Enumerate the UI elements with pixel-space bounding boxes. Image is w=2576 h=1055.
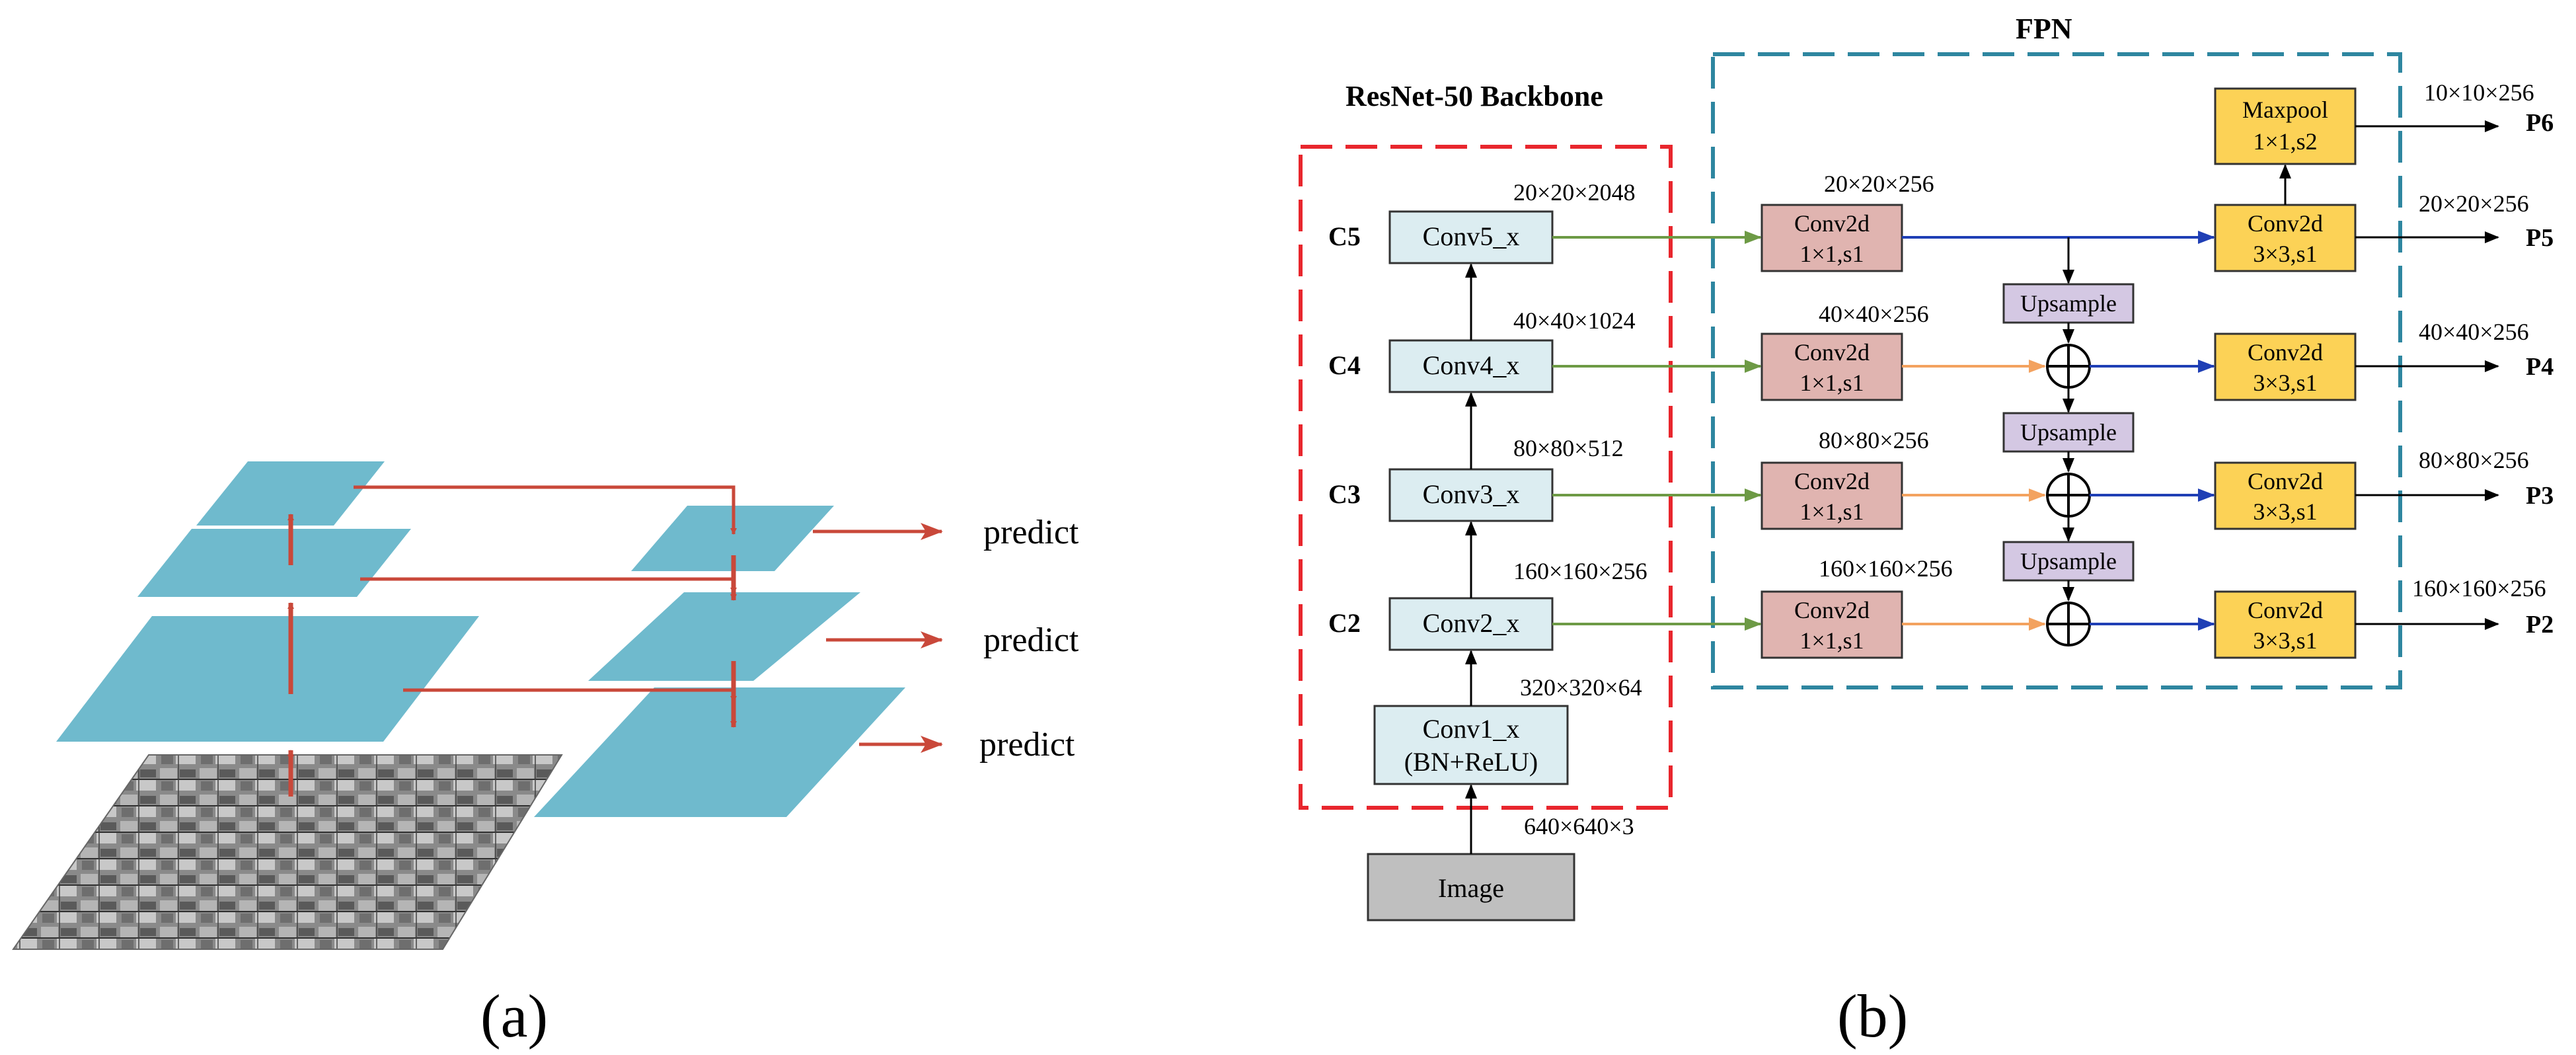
fpn-border [1711,52,2402,689]
conv3-dim: 80×80×512 [1513,435,1624,461]
conv3x3-sub-p3: 3×3,s1 [2253,498,2317,525]
conv1x1-box-c3 [1761,461,1903,530]
conv3x3-box-p4 [2214,332,2357,401]
conv1x1-sub-c3: 1×1,s1 [1799,498,1864,525]
output-dim-p4: 40×40×256 [2419,319,2529,345]
output-label-p2: P2 [2526,611,2554,639]
conv1x1-box-c2 [1761,590,1903,659]
maxpool-label: Maxpool [2242,97,2328,123]
upsample-box-3 [2002,541,2135,582]
lateral-dim-c2: 160×160×256 [1819,555,1953,582]
output-dim-p2: 160×160×256 [2412,575,2546,602]
output-label-p3: P3 [2526,482,2554,510]
stage-tag-c3: C3 [1328,479,1361,509]
conv2-dim: 160×160×256 [1513,558,1648,584]
conv1-dim: 320×320×64 [1520,674,1642,701]
image-box [1367,853,1575,921]
pyramid-left-level-3 [196,461,385,526]
conv3x3-box-p2 [2214,590,2357,659]
pyramid-right-level-3 [631,506,834,571]
conv1-box [1373,705,1569,785]
backbone-border [1299,145,1673,810]
conv1x1-sub-c5: 1×1,s1 [1799,241,1864,267]
upsample-box-2 [2002,412,2135,453]
conv4-dim: 40×40×1024 [1513,307,1636,334]
conv3x3-sub-p2: 3×3,s1 [2253,627,2317,654]
output-dim-p6: 10×10×256 [2424,79,2534,106]
stage-tag-c2: C2 [1328,608,1361,638]
caption-a: (a) [480,982,548,1050]
lateral-dim-c3: 80×80×256 [1819,427,1929,453]
conv1x1-label-c2: Conv2d [1794,597,1870,623]
conv4-label: Conv4_x [1423,350,1520,380]
image-dim: 640×640×3 [1524,813,1634,840]
panel-b: ResNet-50 Backbone FPN Image 640×640×3 C… [1299,13,2554,1050]
conv3x3-label-p5: Conv2d [2248,210,2323,237]
caption-b: (b) [1837,982,1908,1050]
output-label-p5: P5 [2526,224,2554,252]
conv3x3-label-p4: Conv2d [2248,339,2323,366]
lateral-dim-c5: 20×20×256 [1824,171,1934,197]
predict-label: predict [983,514,1079,551]
stage-tag-c4: C4 [1328,350,1361,380]
pyramid-left-level-1 [56,616,479,742]
upsample-label-2: Upsample [2020,419,2117,446]
lateral-dim-c4: 40×40×256 [1819,301,1929,327]
upsample-label-3: Upsample [2020,548,2117,574]
backbone-title: ResNet-50 Backbone [1345,80,1603,112]
maxpool-box [2214,87,2357,165]
upsample-label-1: Upsample [2020,290,2117,317]
lateral-connection [360,577,737,594]
output-label-p6: P6 [2526,109,2554,137]
sum-node-c3 [2046,473,2091,518]
conv2-label: Conv2_x [1423,608,1520,638]
conv3x3-sub-p5: 3×3,s1 [2253,241,2317,267]
lateral-connection [354,485,737,535]
pyramid-right-level-2 [588,592,860,681]
conv3-label: Conv3_x [1423,479,1520,509]
predict-label: predict [979,726,1075,763]
pyramid-right-level-1 [534,687,905,817]
aerial-image [12,754,563,950]
conv1x1-label-c4: Conv2d [1794,339,1870,366]
output-dim-p3: 80×80×256 [2419,447,2529,473]
conv3-box [1388,468,1554,522]
conv3x3-box-p5 [2214,204,2357,272]
conv1x1-sub-c2: 1×1,s1 [1799,627,1864,654]
conv1x1-label-c3: Conv2d [1794,468,1870,494]
maxpool-sub: 1×1,s2 [2253,128,2317,155]
conv3x3-sub-p4: 3×3,s1 [2253,370,2317,396]
sum-node-c2 [2046,602,2091,646]
conv3x3-label-p3: Conv2d [2248,468,2323,494]
image-label: Image [1438,873,1504,903]
conv1x1-box-c4 [1761,332,1903,401]
conv1x1-sub-c4: 1×1,s1 [1799,370,1864,396]
output-label-p4: P4 [2526,353,2554,381]
conv1x1-label-c5: Conv2d [1794,210,1870,237]
upsample-box-1 [2002,283,2135,324]
conv3x3-label-p2: Conv2d [2248,597,2323,623]
conv5-dim: 20×20×2048 [1513,179,1636,206]
sum-node-c4 [2046,344,2091,389]
conv5-label: Conv5_x [1423,221,1520,251]
output-dim-p5: 20×20×256 [2419,190,2529,217]
predict-label: predict [983,621,1079,659]
panel-a: predict predict predict (a) [12,461,1079,1050]
pyramid-left-level-2 [137,529,411,597]
conv1-sublabel: (BN+ReLU) [1404,747,1538,777]
stage-tag-c5: C5 [1328,221,1361,251]
conv3x3-box-p3 [2214,461,2357,530]
conv1x1-box-c5 [1761,204,1903,272]
conv1-label: Conv1_x [1423,714,1520,744]
fpn-title: FPN [2016,13,2072,45]
